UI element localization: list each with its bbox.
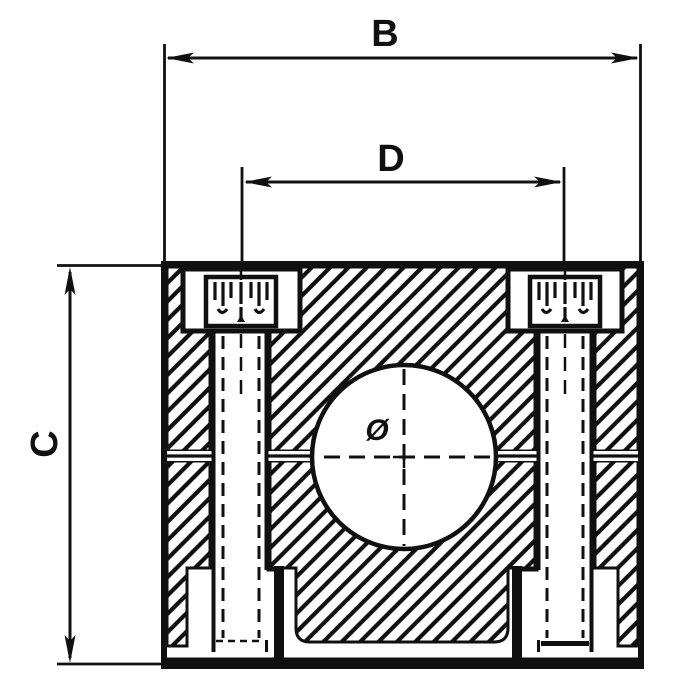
arrowhead-left bbox=[244, 176, 272, 188]
arrowhead-down bbox=[64, 635, 76, 663]
bolt-channel-right bbox=[522, 331, 594, 652]
bolt-head-serrations-left bbox=[213, 282, 269, 322]
dimension-d: D bbox=[239, 138, 567, 280]
dimension-b-label: B bbox=[371, 13, 398, 55]
bolt-channel-left bbox=[211, 331, 274, 652]
bore-diameter-symbol: Ø bbox=[365, 414, 390, 447]
arrowhead-up bbox=[64, 267, 76, 295]
pipe-bore: Ø bbox=[309, 362, 499, 552]
mounting-rail bbox=[163, 566, 642, 666]
dimension-b: B bbox=[163, 13, 642, 261]
arrowhead-right bbox=[534, 176, 562, 188]
bolt-head-serrations-right bbox=[537, 282, 593, 322]
arrowhead-left bbox=[166, 52, 194, 64]
dimension-d-label: D bbox=[377, 138, 404, 180]
arrowhead-right bbox=[611, 52, 639, 64]
dimension-c: C bbox=[24, 264, 161, 666]
dimension-c-label: C bbox=[24, 430, 66, 457]
